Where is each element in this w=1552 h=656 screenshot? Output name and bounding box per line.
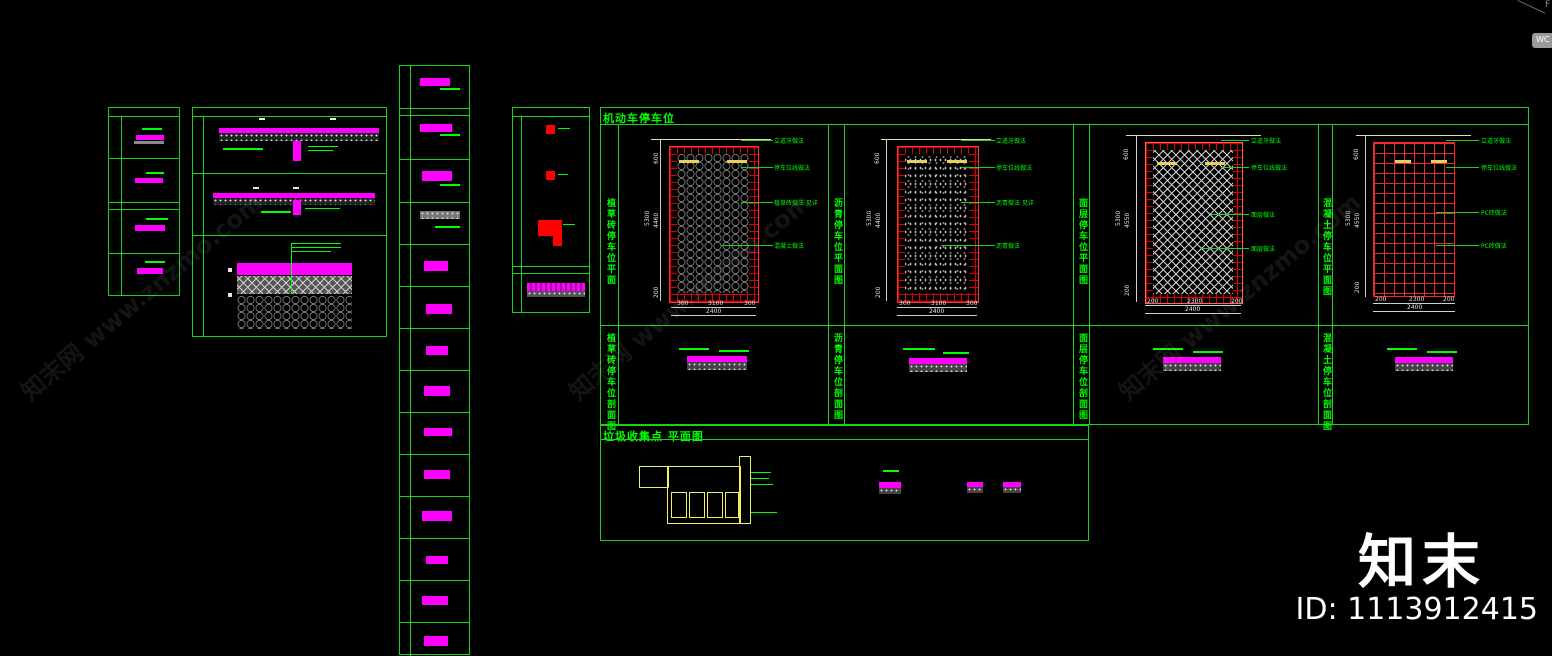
sheet-d[interactable]	[512, 107, 590, 313]
section-asphalt[interactable]	[903, 344, 973, 374]
garbage-section-1[interactable]	[873, 468, 913, 498]
row1-label-4: 混凝土停车位平面图	[1321, 198, 1331, 297]
row2-label-4: 混凝土停车位剖面图	[1321, 333, 1331, 432]
row1-label-2: 沥青停车位平面图	[832, 198, 842, 286]
top-right-marker: F	[1545, 0, 1551, 10]
row1-label-3: 面层停车位平面图	[1077, 198, 1087, 286]
section-surface[interactable]	[1153, 344, 1229, 374]
section-grass-paver[interactable]	[679, 344, 754, 374]
top-right-tab[interactable]: WC	[1532, 33, 1552, 48]
sheet-a[interactable]	[108, 107, 180, 296]
top-right-corner-line	[1517, 0, 1546, 14]
brand-logo: 知末	[1358, 528, 1487, 596]
garbage-title: 垃圾收集点 平面图	[603, 430, 704, 443]
garbage-section-2[interactable]	[963, 470, 993, 500]
plan-asphalt[interactable]	[897, 146, 979, 303]
row2-label-2: 沥青停车位剖面图	[832, 333, 842, 421]
asset-id: ID: 1113912415	[1295, 592, 1538, 627]
sheet-parking[interactable]: 机动车停车位 植草砖停车位平面 沥青停车位平面图 面层停车位平面图 混凝土停车位…	[600, 107, 1529, 432]
plan-surface[interactable]	[1145, 142, 1243, 304]
section-pc-brick[interactable]	[1387, 344, 1463, 374]
plan-grass-paver[interactable]	[669, 146, 759, 303]
garbage-plan[interactable]	[639, 456, 777, 526]
row2-label-3: 面层停车位剖面图	[1077, 333, 1087, 421]
sheet-garbage[interactable]: 垃圾收集点 平面图	[600, 425, 1089, 541]
sheet-c-index[interactable]	[399, 65, 470, 656]
row2-label-1: 植草砖停车位剖面图	[605, 333, 615, 432]
parking-title: 机动车停车位	[603, 112, 675, 125]
plan-pc-brick[interactable]	[1373, 142, 1455, 297]
row1-label-1: 植草砖停车位平面	[605, 198, 615, 286]
top-right-tab-label: WC	[1536, 35, 1550, 44]
garbage-section-3[interactable]	[999, 470, 1029, 500]
sheet-b[interactable]	[192, 107, 387, 337]
